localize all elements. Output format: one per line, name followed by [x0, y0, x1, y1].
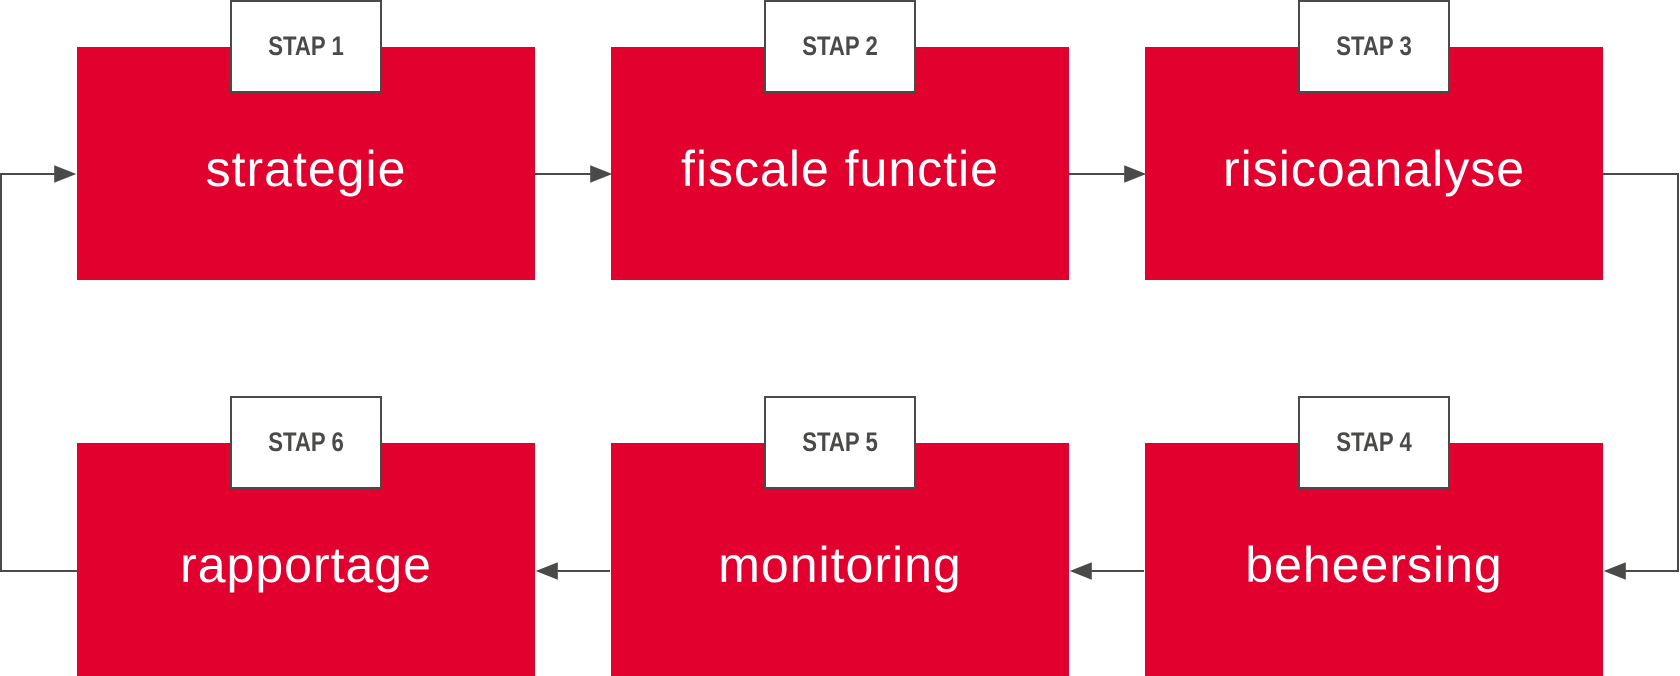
step-1-label: strategie — [205, 140, 407, 197]
step-3-label: risicoanalyse — [1222, 140, 1525, 197]
step-3-box: risicoanalyse — [1145, 47, 1603, 280]
step-6-tag: STAP 6 — [230, 396, 382, 489]
step-4-tag-text: STAP 4 — [1336, 427, 1412, 457]
step-2-tag-text: STAP 2 — [802, 31, 878, 61]
step-3-tag-text: STAP 3 — [1336, 31, 1412, 61]
arrow-step6-to-step1 — [0, 165, 77, 572]
step-6-label: rapportage — [180, 536, 432, 593]
step-1-tag: STAP 1 — [230, 0, 382, 93]
step-1-box: strategie — [77, 47, 535, 280]
step-2-tag: STAP 2 — [764, 0, 916, 93]
step-2-label: fiscale functie — [681, 140, 999, 197]
step-4-label: beheersing — [1245, 536, 1503, 593]
step-3-tag: STAP 3 — [1298, 0, 1450, 93]
step-1-tag-text: STAP 1 — [268, 31, 344, 61]
step-5-label: monitoring — [718, 536, 962, 593]
step-6-tag-text: STAP 6 — [268, 427, 344, 457]
step-4-tag: STAP 4 — [1298, 396, 1450, 489]
step-5-tag-text: STAP 5 — [802, 427, 878, 457]
arrow-step3-to-step4 — [1603, 173, 1679, 580]
step-5-tag: STAP 5 — [764, 396, 916, 489]
